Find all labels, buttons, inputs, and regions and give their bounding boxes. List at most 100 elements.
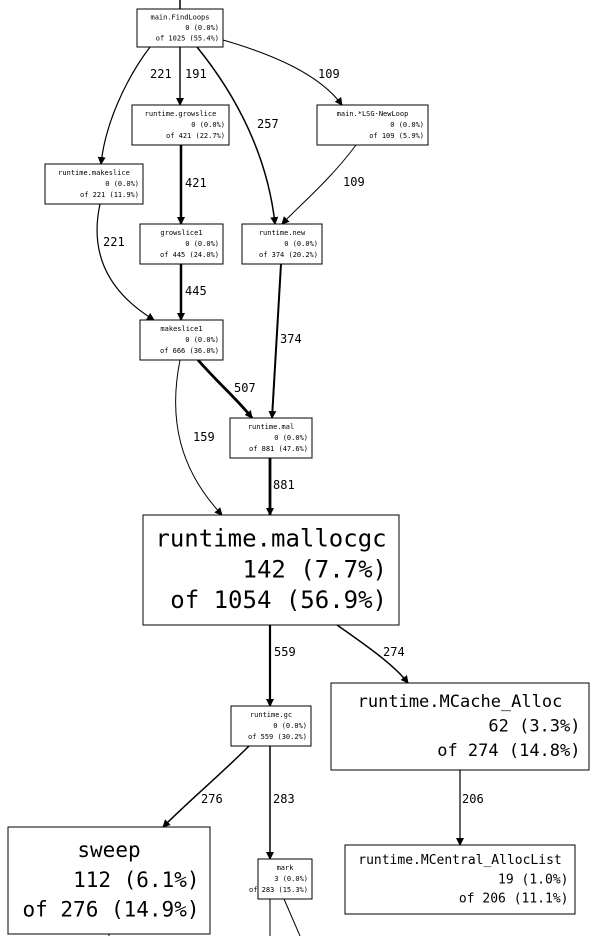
edge-label: 507 — [234, 381, 256, 395]
node-box — [142, 514, 400, 626]
node-cum: of 276 (14.9%) — [22, 898, 199, 922]
node-name: runtime.new — [259, 229, 306, 237]
node-newloop[interactable]: main.*LSG·NewLoop 0 (0.0%) of 109 (5.9%) — [316, 104, 429, 146]
node-cum: of 109 (5.9%) — [369, 132, 424, 140]
edge-label: 445 — [185, 284, 207, 298]
edge-label: 221 — [103, 235, 125, 249]
node-flat: 62 (3.3%) — [488, 717, 580, 737]
node-flat: 0 (0.0%) — [185, 24, 219, 32]
node-growslice[interactable]: runtime.growslice 0 (0.0%) of 421 (22.7%) — [131, 104, 230, 146]
node-flat: 0 (0.0%) — [191, 121, 225, 129]
node-name: runtime.mal — [248, 423, 294, 431]
node-name: runtime.gc — [250, 711, 292, 719]
node-flat: 0 (0.0%) — [273, 722, 307, 730]
edge-rtgc-to-sweep — [162, 745, 250, 828]
node-cum: of 274 (14.8%) — [437, 741, 580, 761]
edge-label: 374 — [280, 332, 302, 346]
edge-label: 559 — [274, 645, 296, 659]
node-name: main.FindLoops — [150, 13, 209, 21]
edge-findloops-to-newloop — [222, 39, 343, 106]
node-cum: of 421 (22.7%) — [166, 132, 225, 140]
node-cum: of 445 (24.0%) — [160, 251, 219, 259]
node-name: runtime.MCentral_AllocList — [358, 853, 562, 868]
node-flat: 0 (0.0%) — [185, 336, 219, 344]
node-box — [136, 8, 224, 48]
node-flat: 0 (0.0%) — [105, 180, 139, 188]
edge-label: 881 — [273, 478, 295, 492]
node-cum: of 1054 (56.9%) — [170, 586, 387, 614]
node-cum: of 559 (30.2%) — [248, 733, 307, 741]
node-cum: of 206 (11.1%) — [459, 892, 569, 907]
edge-findloops-to-makeslice — [97, 46, 151, 165]
edge-findloops-to-rtnew — [196, 46, 279, 225]
node-box — [139, 223, 224, 265]
edge-label: 221 — [150, 67, 172, 81]
node-flat: 112 (6.1%) — [73, 868, 199, 892]
node-box — [257, 858, 313, 900]
node-flat: 142 (7.7%) — [243, 555, 388, 583]
node-name: makeslice1 — [160, 325, 202, 333]
node-cum: of 881 (47.6%) — [249, 445, 308, 453]
node-findloops[interactable]: main.FindLoops 0 (0.0%) of 1025 (55.4%) — [136, 8, 224, 48]
node-flat: 0 (0.0%) — [185, 240, 219, 248]
node-mcentral[interactable]: runtime.MCentral_AllocList 19 (1.0%) of 20… — [344, 844, 576, 915]
node-makeslice[interactable]: runtime.makeslice 0 (0.0%) of 221 (11.9%) — [44, 163, 144, 205]
edges-layer: 221 191 257 109 109 421 221 445 374 507 159 881 559 2… — [96, 0, 484, 936]
node-name: runtime.mallocgc — [155, 525, 386, 553]
node-name: runtime.growslice — [145, 110, 217, 118]
node-cum: of 283 (15.3%) — [249, 886, 308, 894]
edge-label: 276 — [201, 792, 223, 806]
edge-label: 257 — [257, 117, 279, 131]
node-growslice1[interactable]: growslice1 0 (0.0%) of 445 (24.0%) — [139, 223, 224, 265]
node-cum: of 666 (36.0%) — [160, 347, 219, 355]
node-box — [7, 826, 211, 935]
node-box — [44, 163, 144, 205]
node-flat: 0 (0.0%) — [274, 434, 308, 442]
node-cum: of 221 (11.9%) — [80, 191, 139, 199]
node-name: growslice1 — [160, 229, 202, 237]
node-mark[interactable]: mark 3 (0.0%) of 283 (15.3%) — [249, 858, 313, 900]
edge-rtnew-to-rtmal — [268, 263, 282, 419]
node-rtmal[interactable]: runtime.mal 0 (0.0%) of 881 (47.6%) — [229, 417, 313, 459]
edge-label: 191 — [185, 67, 207, 81]
node-box — [316, 104, 429, 146]
nodes-layer: main.FindLoops 0 (0.0%) of 1025 (55.4%) run… — [7, 8, 590, 935]
node-box — [229, 417, 313, 459]
node-box — [131, 104, 230, 146]
node-name: runtime.makeslice — [58, 169, 130, 177]
edge-offscreen — [283, 898, 301, 936]
node-box — [344, 844, 576, 915]
edge-label: 206 — [462, 792, 484, 806]
node-sweep[interactable]: sweep 112 (6.1%) of 276 (14.9%) — [7, 826, 211, 935]
node-box — [230, 705, 312, 747]
node-rtnew[interactable]: runtime.new 0 (0.0%) of 374 (20.2%) — [241, 223, 323, 265]
node-box — [330, 682, 590, 771]
node-rtgc[interactable]: runtime.gc 0 (0.0%) of 559 (30.2%) — [230, 705, 312, 747]
edge-label: 109 — [318, 67, 340, 81]
edge-label: 283 — [273, 792, 295, 806]
edge-makeslice1-to-rtmal — [196, 359, 254, 419]
node-flat: 0 (0.0%) — [390, 121, 424, 129]
node-name: sweep — [77, 838, 140, 862]
node-cum: of 374 (20.2%) — [259, 251, 318, 259]
node-makeslice1[interactable]: makeslice1 0 (0.0%) of 666 (36.0%) — [139, 319, 224, 361]
edge-label: 109 — [343, 175, 365, 189]
node-flat: 0 (0.0%) — [284, 240, 318, 248]
edge-makeslice1-to-mallocgc — [175, 359, 223, 516]
node-cum: of 1025 (55.4%) — [156, 35, 219, 43]
node-flat: 3 (0.0%) — [274, 875, 308, 883]
edge-label: 421 — [185, 176, 207, 190]
edge-mallocgc-to-mcache — [336, 624, 409, 684]
node-flat: 19 (1.0%) — [498, 872, 568, 887]
edge-makeslice-to-makeslice1 — [96, 203, 155, 321]
edge-newloop-to-rtnew — [281, 144, 357, 225]
node-name: mark — [277, 864, 295, 872]
edge-label: 274 — [383, 645, 405, 659]
node-name: main.*LSG·NewLoop — [337, 110, 409, 118]
node-box — [241, 223, 323, 265]
node-box — [139, 319, 224, 361]
edge-label: 159 — [193, 430, 215, 444]
